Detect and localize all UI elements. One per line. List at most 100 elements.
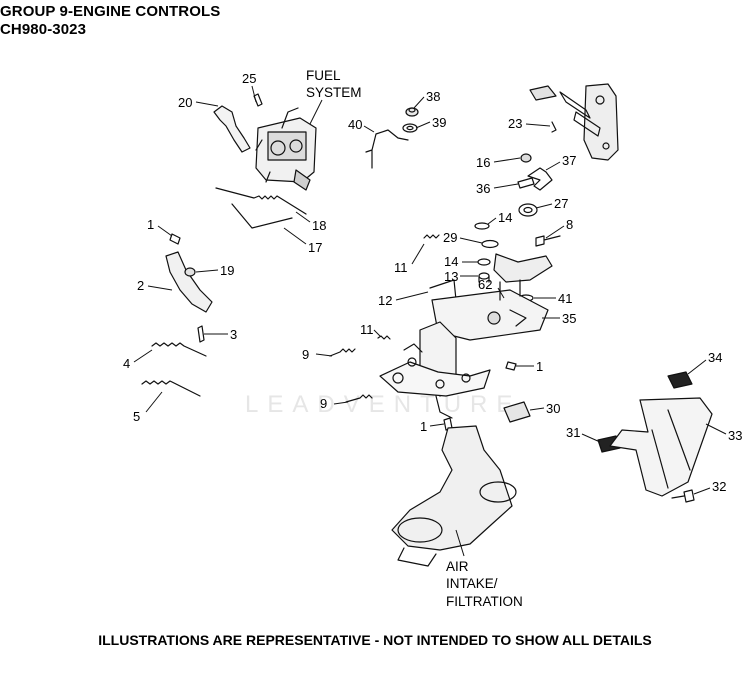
part-5-spring xyxy=(141,380,201,397)
leader-36 xyxy=(493,183,519,189)
part-40-line xyxy=(365,129,409,169)
callout-11-low: 11 xyxy=(360,322,374,337)
callout-23: 23 xyxy=(508,116,522,131)
part-36-spacer xyxy=(517,177,535,189)
leader-34 xyxy=(687,359,707,375)
leader-4 xyxy=(133,349,153,363)
callout-17: 17 xyxy=(308,240,322,255)
part-17-link xyxy=(231,203,293,229)
part-1-screw-b xyxy=(505,361,517,371)
callout-25: 25 xyxy=(242,71,256,86)
part-13-bushing xyxy=(478,272,490,283)
leader-38 xyxy=(413,96,425,109)
part-14-washer-b xyxy=(477,258,491,266)
callout-2: 2 xyxy=(137,278,144,293)
leader-8 xyxy=(545,225,565,239)
watermark: LEADVENTURE xyxy=(245,391,521,418)
callout-33: 33 xyxy=(728,428,742,443)
callout-39: 39 xyxy=(432,115,446,130)
leader-31 xyxy=(581,433,601,443)
callout-34: 34 xyxy=(708,350,722,365)
leader-air xyxy=(455,529,465,557)
leader-39 xyxy=(415,121,431,129)
leader-29 xyxy=(459,237,483,244)
callout-41: 41 xyxy=(558,291,572,306)
part-20-bracket xyxy=(213,105,251,153)
callout-35: 35 xyxy=(562,311,576,326)
callout-4: 4 xyxy=(123,356,130,371)
callout-27: 27 xyxy=(554,196,568,211)
leader-9a xyxy=(315,353,333,357)
part-38-nut xyxy=(405,107,419,117)
control-bracket-assembly xyxy=(379,321,491,419)
fuel-label-line1: FUEL xyxy=(306,68,341,83)
leader-1c xyxy=(429,423,445,427)
part-23-governor-assembly xyxy=(529,83,619,161)
air-intake-assembly xyxy=(391,425,517,567)
callout-37: 37 xyxy=(562,153,576,168)
leader-5 xyxy=(145,391,163,413)
callout-11-top: 11 xyxy=(394,260,408,275)
part-35-control-plate xyxy=(431,253,553,341)
fuel-label-line2: SYSTEM xyxy=(306,85,362,100)
callout-9-low: 9 xyxy=(320,396,327,411)
callout-1-bottom: 1 xyxy=(420,419,427,434)
part-18-link xyxy=(215,187,307,215)
part-9-spring-b xyxy=(345,394,373,403)
page-title: GROUP 9-ENGINE CONTROLS xyxy=(0,3,221,20)
leader-27 xyxy=(535,203,553,209)
leader-19 xyxy=(195,269,219,273)
leader-62 xyxy=(497,287,505,299)
leader-25 xyxy=(251,85,257,103)
callout-1-left: 1 xyxy=(147,217,154,232)
part-19-nut xyxy=(184,267,196,277)
part-11-spring-a xyxy=(423,234,440,239)
callout-62: 62 xyxy=(478,277,492,292)
part-30-clip xyxy=(503,401,531,423)
callout-8: 8 xyxy=(566,217,573,232)
carburetor-part xyxy=(255,107,317,191)
air-label-line2: INTAKE/ xyxy=(446,576,498,591)
part-12-link xyxy=(429,279,457,301)
callout-5: 5 xyxy=(133,409,140,424)
callout-32: 32 xyxy=(712,479,726,494)
part-27-bushing xyxy=(518,203,538,217)
callout-13: 13 xyxy=(444,269,458,284)
callout-16: 16 xyxy=(476,155,490,170)
leader-33 xyxy=(705,423,727,435)
part-9-spring-a xyxy=(329,348,356,357)
part-39-washer xyxy=(402,123,418,133)
callout-30: 30 xyxy=(546,401,560,416)
callout-36: 36 xyxy=(476,181,490,196)
leader-32 xyxy=(693,487,711,495)
leader-fuel xyxy=(309,99,323,125)
leader-14a xyxy=(487,217,497,225)
callout-31: 31 xyxy=(566,425,580,440)
part-34-pad xyxy=(667,371,693,389)
air-label-line3: FILTRATION xyxy=(446,594,523,609)
callout-19: 19 xyxy=(220,263,234,278)
leader-30 xyxy=(529,407,545,411)
part-37-lever xyxy=(527,167,553,191)
callout-14-mid: 14 xyxy=(444,254,458,269)
part-4-spring xyxy=(151,342,207,357)
part-32-bolt xyxy=(671,489,695,503)
callout-9-top: 9 xyxy=(302,347,309,362)
part-11-spring-b xyxy=(377,335,391,340)
part-29-washer xyxy=(481,239,499,249)
part-25-screw xyxy=(253,93,263,107)
part-16-nut xyxy=(520,153,532,163)
callout-40: 40 xyxy=(348,117,362,132)
part-8-bolt xyxy=(535,235,561,247)
leader-23 xyxy=(525,123,551,127)
leader-17 xyxy=(283,227,307,245)
part-14-washer-a xyxy=(474,222,490,230)
air-label-line1: AIR xyxy=(446,559,469,574)
disclaimer-footer: ILLUSTRATIONS ARE REPRESENTATIVE - NOT I… xyxy=(98,632,652,648)
callout-38: 38 xyxy=(426,89,440,104)
leader-18 xyxy=(295,211,311,223)
leader-20 xyxy=(195,101,219,107)
callout-29: 29 xyxy=(443,230,457,245)
leader-40 xyxy=(363,125,375,133)
